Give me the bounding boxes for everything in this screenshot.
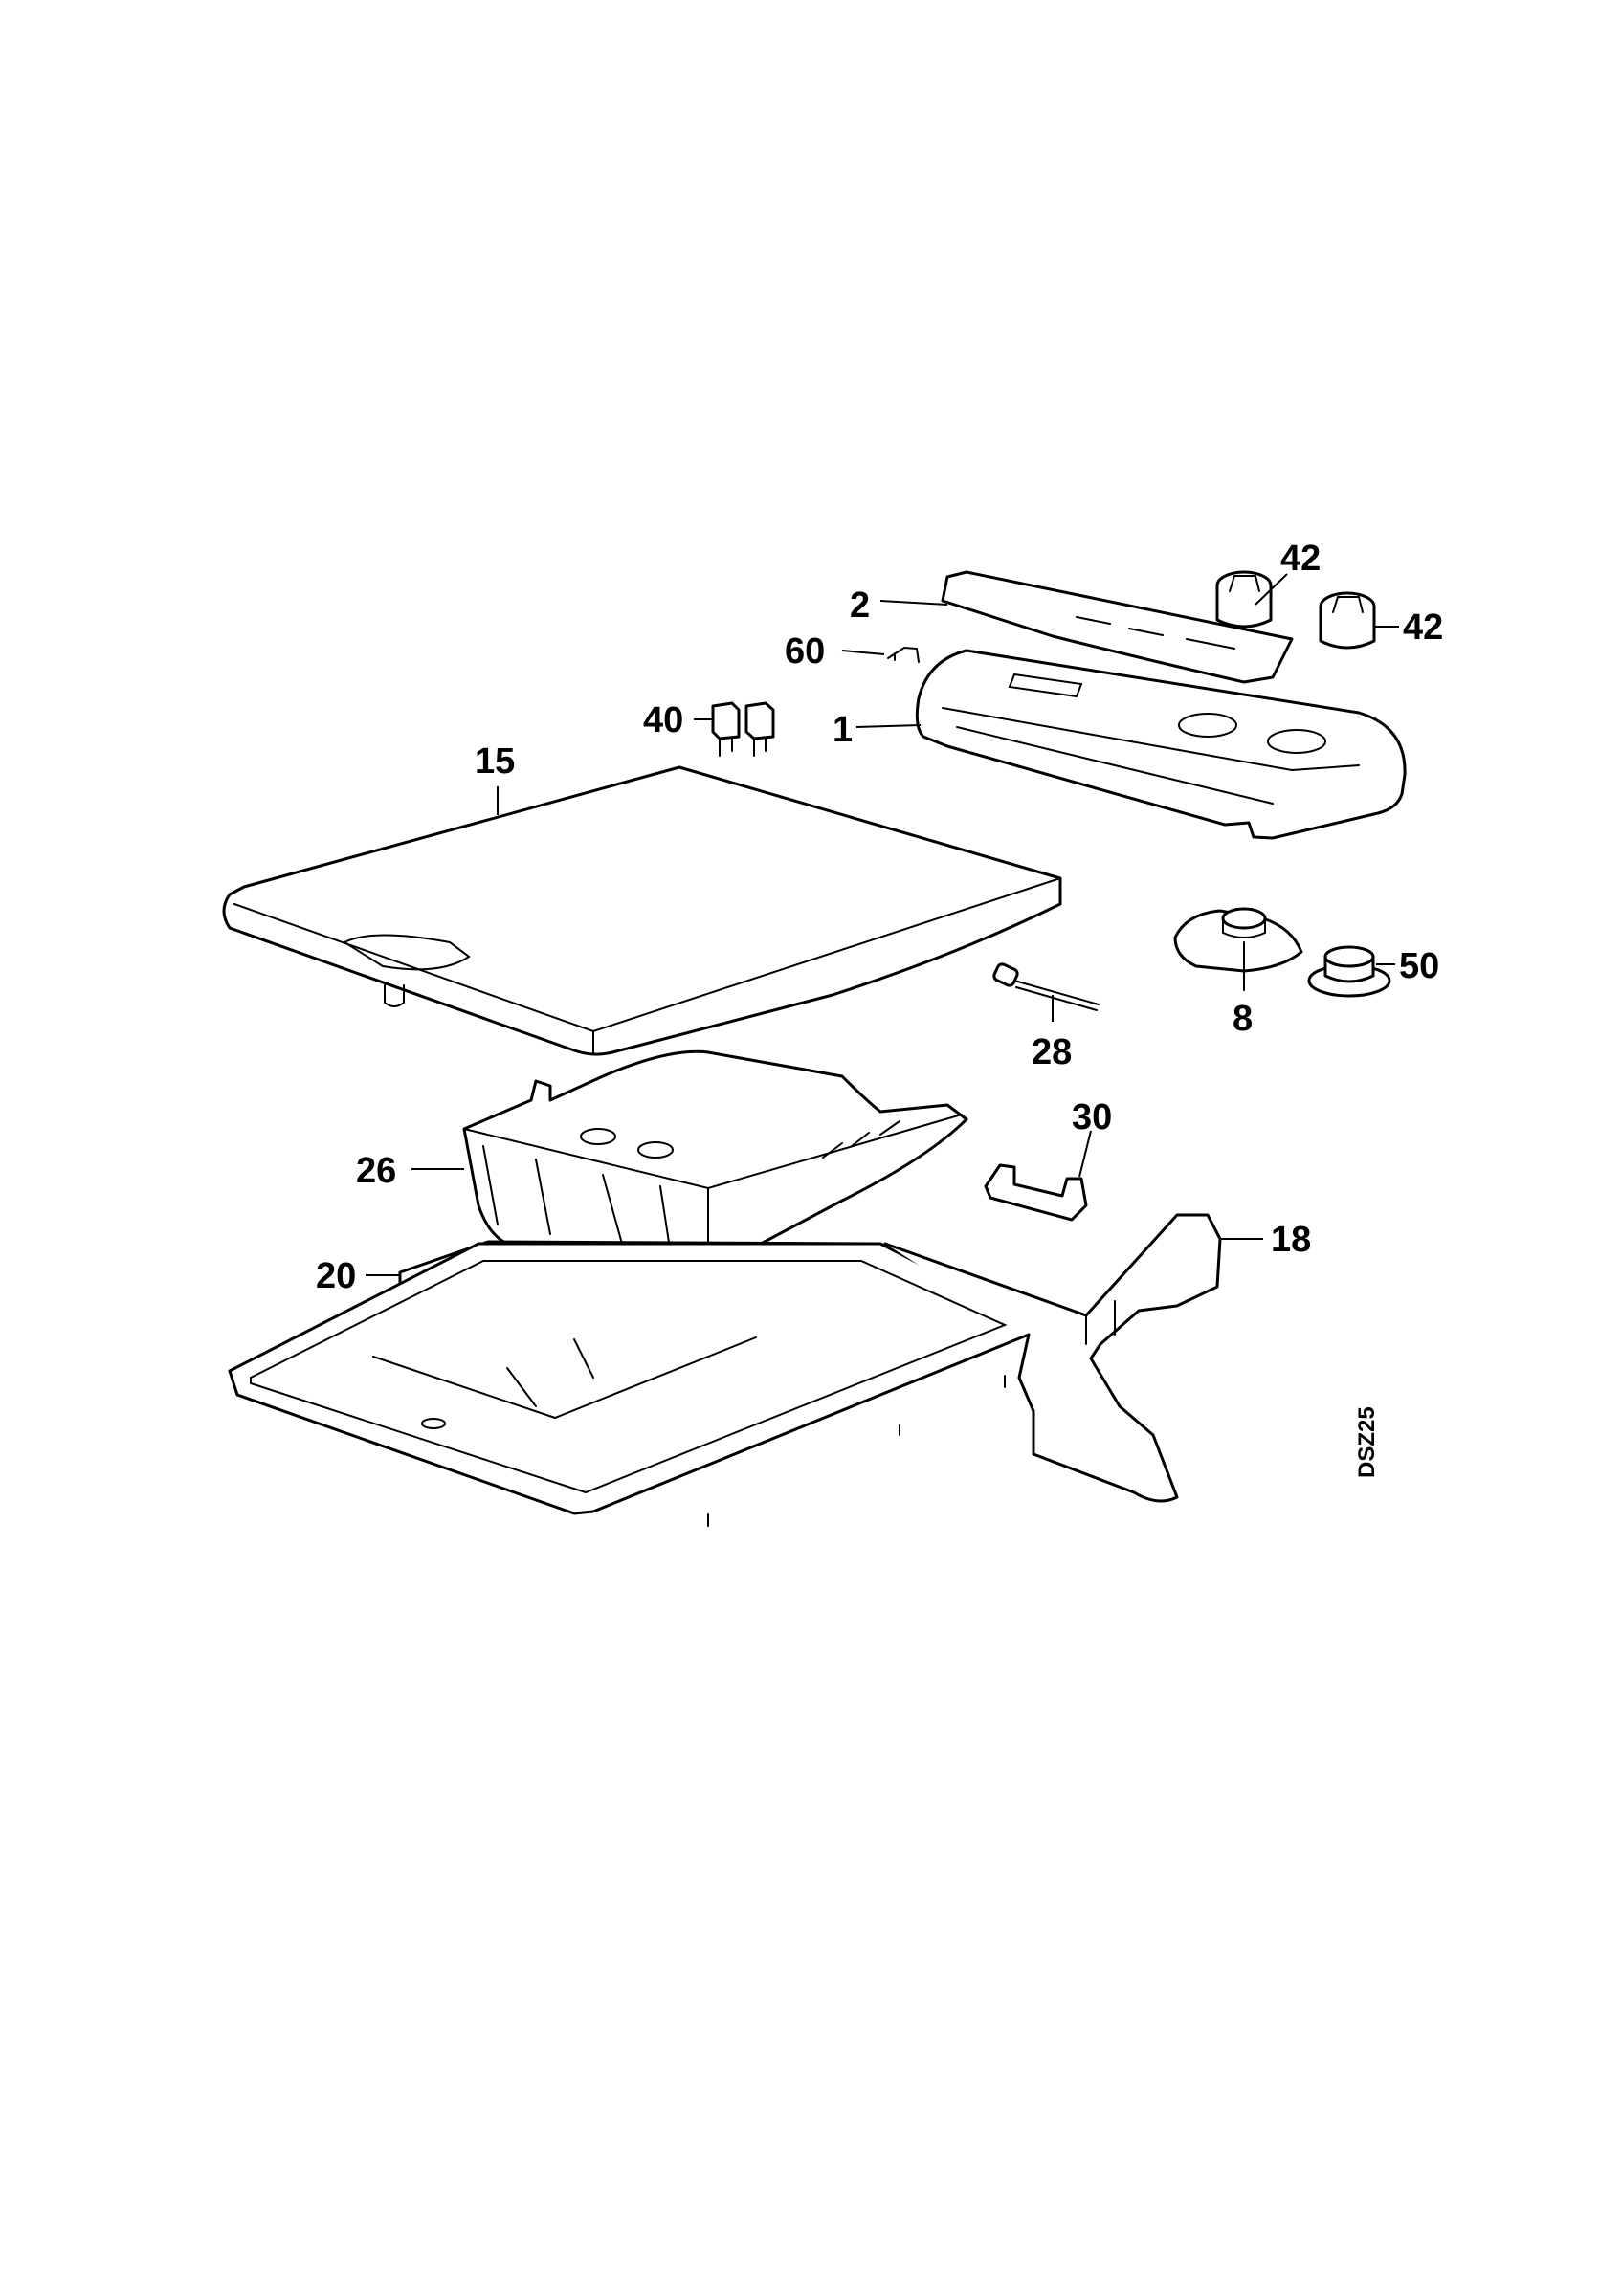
part-50-nut [1307,945,1395,998]
part-2-trim-strip [879,570,1294,684]
part-28-pin [992,962,1100,1022]
part-26-dispenser [411,1049,968,1257]
part-18-base-frame [228,1213,1263,1527]
part-60-clip [841,646,920,663]
diagram-code-label: DSZ25 [1354,1406,1380,1478]
callout-label-1: 1 [833,710,853,750]
part-8-bracket [1173,907,1303,991]
part-42-knob-right [1319,591,1399,650]
callout-label-50: 50 [1399,946,1439,986]
callout-label-2: 2 [850,585,870,626]
callout-label-30: 30 [1072,1097,1112,1137]
callout-label-28: 28 [1032,1032,1072,1072]
part-40-switches [694,701,775,757]
callout-label-15: 15 [475,741,515,782]
callout-label-42-top: 42 [1280,539,1321,579]
part-15-top-lid [222,765,1062,1056]
part-42-knob-left [1215,570,1288,629]
part-30-clip-bracket [984,1130,1092,1222]
callout-label-20: 20 [316,1256,356,1296]
callout-label-26: 26 [356,1151,396,1191]
callout-label-18: 18 [1271,1220,1311,1260]
part-1-control-panel [855,649,1407,840]
callout-label-60: 60 [785,631,825,672]
callout-label-8: 8 [1233,999,1253,1039]
callout-label-40: 40 [643,700,683,740]
callout-label-42-right: 42 [1403,607,1443,648]
